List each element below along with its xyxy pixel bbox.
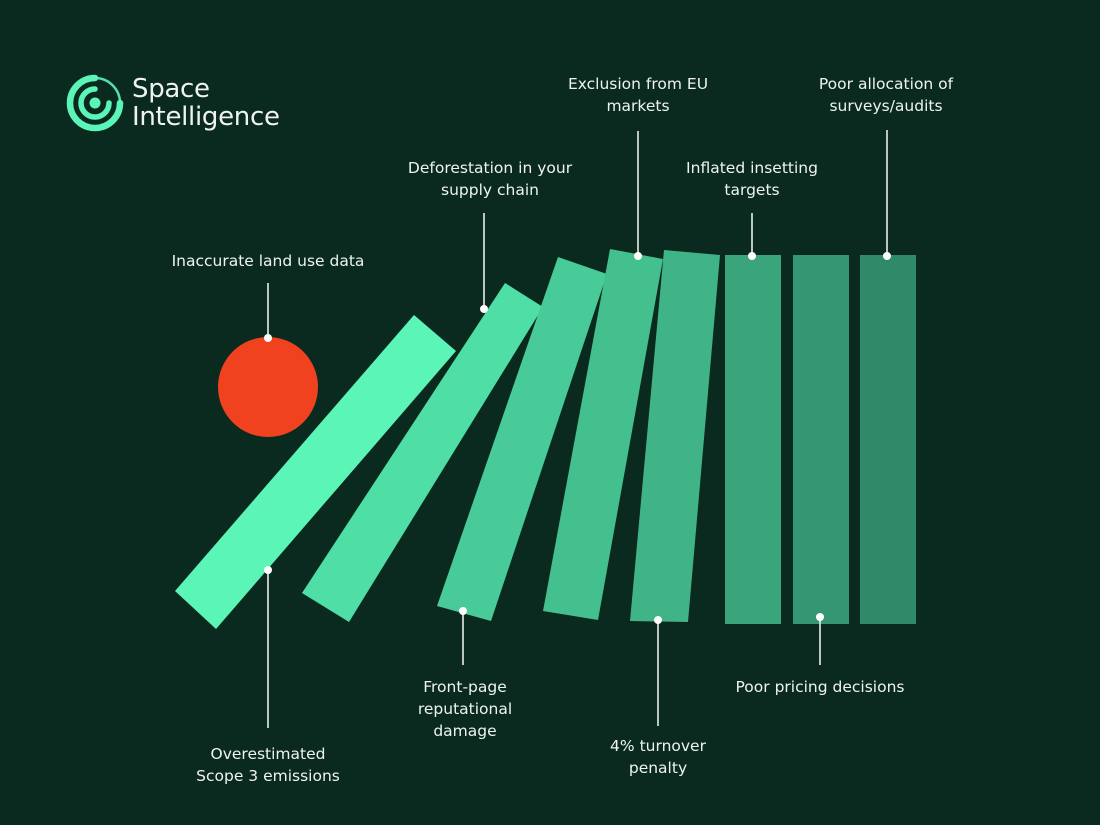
label-line: 4% turnover <box>610 737 706 755</box>
domino-turnover-penalty <box>630 250 720 622</box>
target-rings-icon <box>66 74 124 132</box>
label-inflated-insetting: Inflated insetting targets <box>686 157 818 201</box>
dot-turnover-penalty <box>654 616 662 624</box>
domino-deforestation <box>302 283 543 622</box>
brand-name-line2: Intelligence <box>132 102 280 132</box>
dot-pricing-decisions <box>816 613 824 621</box>
label-front-page-damage: Front-page reputational damage <box>418 676 512 742</box>
label-line: Scope 3 emissions <box>196 767 340 785</box>
dot-eu-exclusion <box>634 252 642 260</box>
label-line: reputational <box>417 700 513 718</box>
label-pricing-decisions: Poor pricing decisions <box>736 676 905 698</box>
label-line: targets <box>724 181 780 199</box>
label-deforestation: Deforestation in your supply chain <box>408 157 572 201</box>
label-line: Front-page <box>423 678 507 696</box>
label-line: surveys/audits <box>829 97 943 115</box>
label-line: Inaccurate land use data <box>171 252 365 270</box>
brand-logo: Space Intelligence <box>64 72 280 134</box>
domino-overestimated-scope3 <box>175 315 456 629</box>
connector-dots <box>264 252 891 624</box>
brand-name: Space Intelligence <box>132 75 280 131</box>
label-turnover-penalty: 4% turnover penalty <box>610 735 706 779</box>
label-line: Poor allocation of <box>818 75 954 93</box>
label-overestimated-scope3: Overestimated Scope 3 emissions <box>196 743 340 787</box>
label-line: Exclusion from EU <box>567 75 709 93</box>
connector-lines <box>267 130 888 728</box>
domino-survey-allocation <box>860 255 916 624</box>
domino-front-page-damage <box>437 257 607 621</box>
dot-front-page-damage <box>459 607 467 615</box>
brand-name-line1: Space <box>132 74 210 104</box>
dot-inflated-insetting <box>748 252 756 260</box>
dot-overestimated-scope3 <box>264 566 272 574</box>
label-line: Overestimated <box>210 745 326 763</box>
label-line: Poor pricing decisions <box>735 678 905 696</box>
trigger-ball <box>218 337 318 437</box>
label-line: supply chain <box>441 181 539 199</box>
label-eu-exclusion: Exclusion from EU markets <box>568 73 708 117</box>
dot-deforestation <box>480 305 488 313</box>
domino-pricing-decisions <box>793 255 849 624</box>
label-line: Deforestation in your <box>407 159 573 177</box>
domino-inflated-insetting <box>725 255 781 624</box>
dot-survey-allocation <box>883 252 891 260</box>
label-survey-allocation: Poor allocation of surveys/audits <box>819 73 953 117</box>
label-trigger: Inaccurate land use data <box>172 250 365 272</box>
label-line: damage <box>433 722 497 740</box>
label-line: penalty <box>628 759 688 777</box>
dot-trigger <box>264 334 272 342</box>
label-line: Inflated insetting <box>686 159 818 177</box>
label-line: markets <box>606 97 670 115</box>
domino-eu-exclusion <box>543 249 663 620</box>
